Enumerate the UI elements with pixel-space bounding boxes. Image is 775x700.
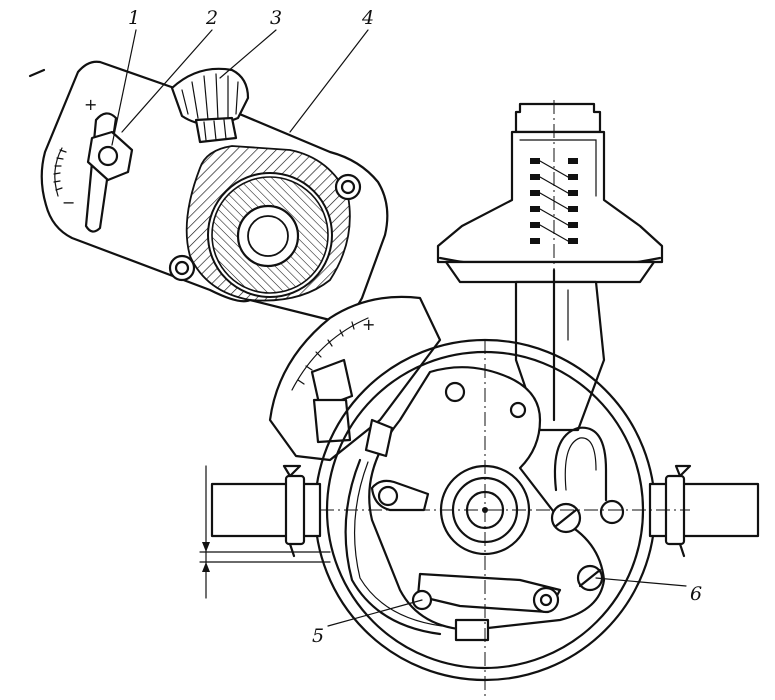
callout-5: 5 xyxy=(312,625,324,647)
clip-tabs xyxy=(282,464,692,558)
vacuum-advance-unit xyxy=(436,102,664,432)
lug-hole-left-inner xyxy=(174,260,190,276)
dimension-marker xyxy=(199,465,331,599)
callouts-top: 1 2 3 4 xyxy=(111,7,374,146)
plate-pin xyxy=(509,401,527,419)
distributor-body: + xyxy=(210,295,760,682)
leader-1 xyxy=(111,29,137,146)
callout-4: 4 xyxy=(361,7,374,29)
inset-housing xyxy=(40,60,389,322)
lower-pivot-pin xyxy=(539,593,553,607)
adjust-slot xyxy=(84,112,118,233)
inset-minus-sign: − xyxy=(62,193,75,212)
lower-screw-slot xyxy=(578,568,602,588)
leader-3 xyxy=(219,29,277,79)
vacuum-rod-housing xyxy=(514,280,606,432)
wing-nut-hole xyxy=(97,145,119,167)
spring-coils xyxy=(530,158,578,244)
corrector-boss xyxy=(268,295,442,462)
spring-housing xyxy=(436,130,664,264)
inset-scale-arc xyxy=(54,147,63,197)
leader-2 xyxy=(121,29,213,133)
adjust-screw-slot xyxy=(554,508,578,528)
leader-6 xyxy=(595,577,687,587)
callout-2: 2 xyxy=(205,7,218,29)
leader-4 xyxy=(289,29,369,133)
terminal-screw-right xyxy=(599,499,625,525)
octane-corrector-inset: + − xyxy=(28,60,389,322)
wire-terminal-top xyxy=(364,418,394,458)
contact-screw-left xyxy=(377,485,399,507)
wire-loop-right xyxy=(553,426,608,502)
corrector-wing-nut xyxy=(310,358,354,410)
wire-loop-inner xyxy=(564,437,597,491)
main-plus-sign: + xyxy=(362,315,375,334)
housing-inner-wall xyxy=(519,139,597,197)
callout-3: 3 xyxy=(270,7,282,29)
dimension-arrow-top xyxy=(202,542,210,552)
inset-scale-ticks xyxy=(53,149,67,191)
leader-5 xyxy=(327,599,423,627)
wire-left xyxy=(344,458,442,636)
dimension-arrow-bottom xyxy=(202,562,210,572)
vacuum-cap xyxy=(514,102,602,134)
condenser-clip xyxy=(454,618,490,642)
callout-1: 1 xyxy=(128,7,140,29)
lug-hole-right-inner xyxy=(340,179,356,195)
wire-left-inner xyxy=(353,461,443,627)
left-clip xyxy=(284,474,306,546)
wing-nut xyxy=(86,130,134,182)
callout-6: 6 xyxy=(690,583,702,605)
corrector-clamp xyxy=(312,398,352,444)
inset-plus-sign: + xyxy=(84,95,97,114)
diaphragm-lower-cup xyxy=(444,260,656,284)
stray-mark xyxy=(28,68,46,78)
plate-screw-top xyxy=(444,381,466,403)
corrector-scale-ticks xyxy=(297,321,355,385)
callouts-bottom: 5 6 xyxy=(312,577,702,647)
knurled-adjusting-nut xyxy=(170,67,250,144)
shaft-inner xyxy=(247,215,289,257)
